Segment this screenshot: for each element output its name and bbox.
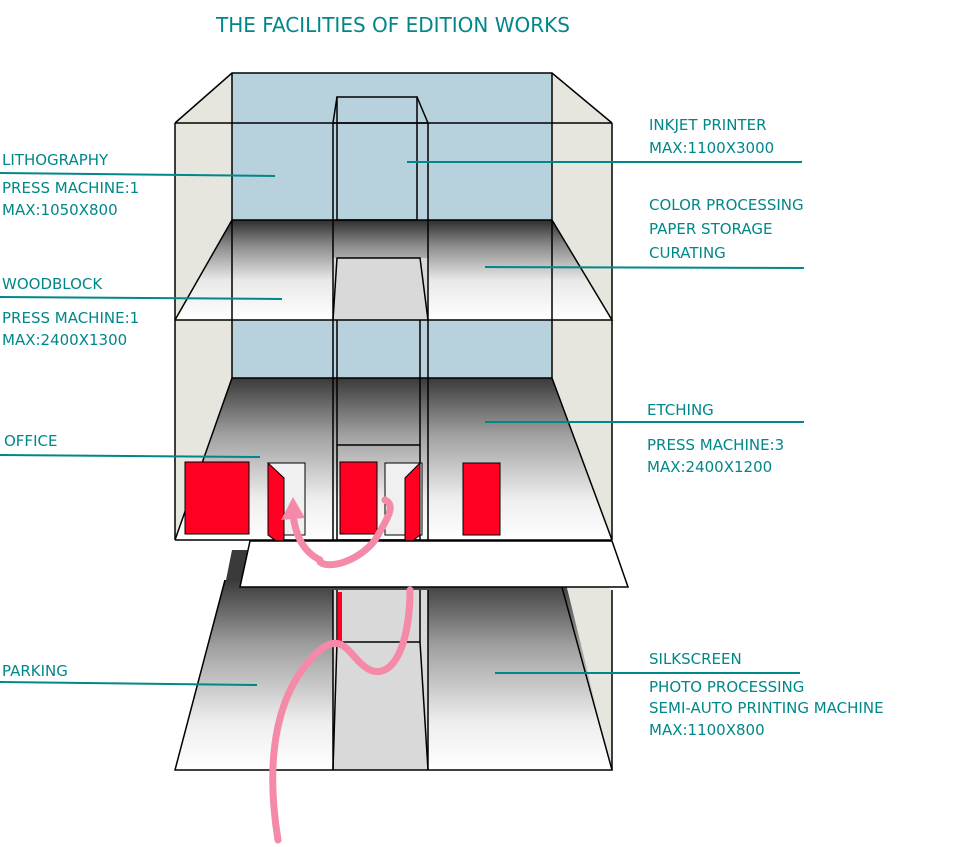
label-inkjet-max: MAX:1100X3000 (649, 139, 774, 157)
ground-shaft (333, 590, 428, 770)
label-paper-storage: PAPER STORAGE (649, 220, 772, 238)
entrance-path-arrow (269, 586, 414, 844)
label-etching-press: PRESS MACHINE:3 (647, 436, 784, 454)
ground-door-sliver (338, 592, 342, 642)
arrow-head-icon (281, 497, 305, 520)
label-litho-press: PRESS MACHINE:1 (2, 179, 139, 197)
visitor-path (269, 496, 414, 844)
label-wood-press: PRESS MACHINE:1 (2, 309, 139, 327)
label-photo-processing: PHOTO PROCESSING (649, 678, 804, 696)
shaft-door-left (339, 461, 378, 535)
office-door (184, 461, 250, 535)
ground-floor (174, 540, 630, 771)
label-woodblock: WOODBLOCK (2, 275, 103, 293)
shaft-top-face (333, 258, 428, 320)
label-wood-max: MAX:2400X1300 (2, 331, 127, 349)
doors (184, 461, 501, 549)
back-wall-top (232, 73, 552, 220)
door-open-right (404, 461, 421, 549)
upstairs-path-arrow (316, 496, 394, 569)
label-inkjet: INKJET PRINTER (649, 116, 767, 134)
label-litho-max: MAX:1050X800 (2, 201, 118, 219)
label-curating: CURATING (649, 244, 726, 262)
label-semi-auto: SEMI-AUTO PRINTING MACHINE (649, 699, 884, 717)
leader-lines (0, 161, 805, 686)
label-silkscreen: SILKSCREEN (649, 650, 742, 668)
label-etching: ETCHING (647, 401, 714, 419)
label-office: OFFICE (4, 432, 57, 450)
door-open-left (267, 461, 285, 548)
entrance-canopy (239, 540, 630, 588)
label-etching-max: MAX:2400X1200 (647, 458, 772, 476)
label-silk-max: MAX:1100X800 (649, 721, 765, 739)
etching-door (462, 462, 501, 536)
label-color-processing: COLOR PROCESSING (649, 196, 804, 214)
label-parking: PARKING (2, 662, 68, 680)
label-lithography: LITHOGRAPHY (2, 151, 109, 169)
diagram-title: THE FACILITIES OF EDITION WORKS (215, 13, 570, 37)
back-wall-middle (232, 320, 552, 378)
